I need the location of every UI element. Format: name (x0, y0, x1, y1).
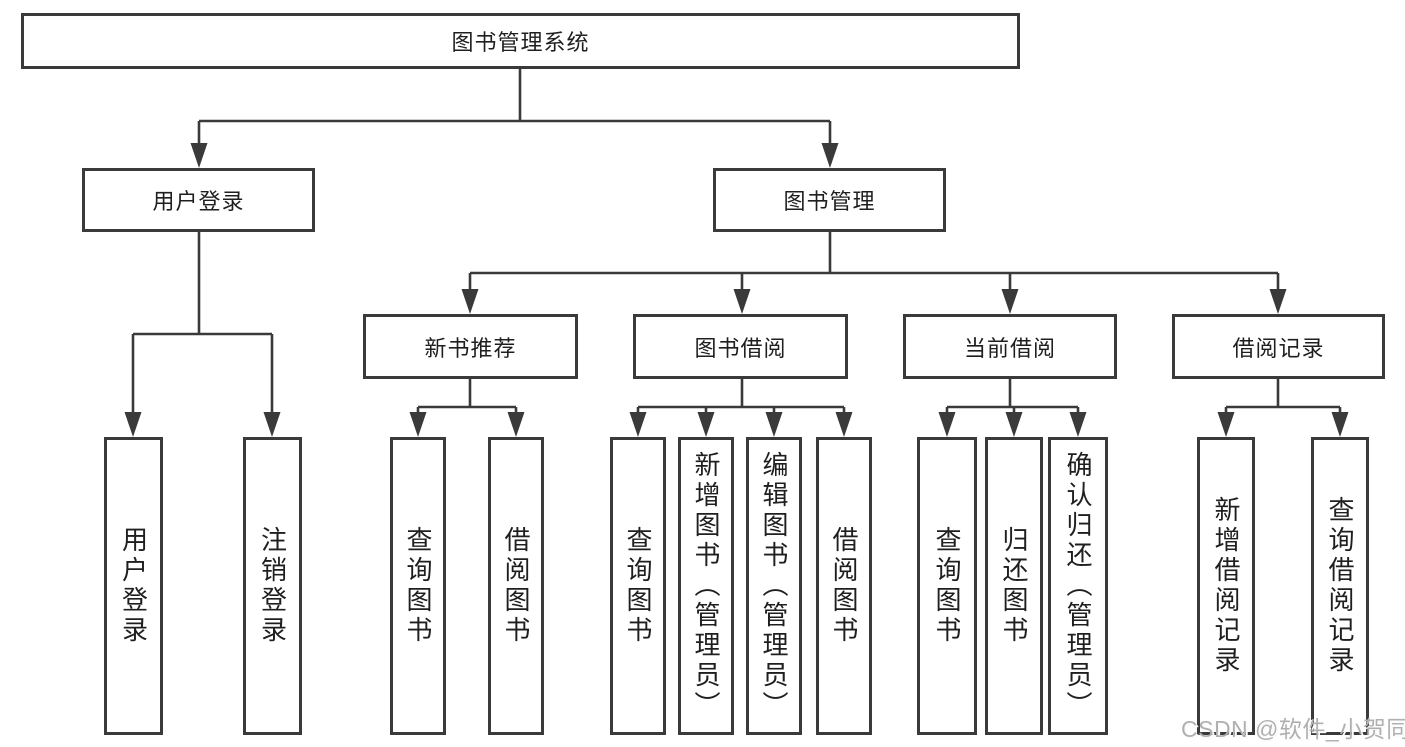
leaf-add-books-admin: 新增图书（管理员） (678, 437, 734, 735)
leaf-borrow-query-books: 查询图书 (610, 437, 666, 735)
node-user-login: 用户登录 (82, 168, 315, 232)
leaf-add-borrow-record: 新增借阅记录 (1197, 437, 1255, 735)
leaf-confirm-return-admin: 确认归还（管理员） (1048, 437, 1108, 735)
leaf-logout: 注销登录 (243, 437, 302, 735)
leaf-edit-books-admin: 编辑图书（管理员） (746, 437, 802, 735)
leaf-user-login: 用户登录 (104, 437, 163, 735)
leaf-return-books: 归还图书 (985, 437, 1043, 735)
leaf-current-query-books: 查询图书 (917, 437, 977, 735)
node-borrow-records: 借阅记录 (1172, 314, 1385, 379)
node-root: 图书管理系统 (21, 13, 1020, 69)
connector-lines (131, 69, 1342, 419)
leaf-borrow-books: 借阅图书 (816, 437, 872, 735)
node-book-borrow: 图书借阅 (633, 314, 848, 379)
node-new-book-recommend: 新书推荐 (363, 314, 578, 379)
csdn-watermark: CSDN @软件_小贺同学 (1181, 716, 1405, 742)
node-book-management: 图书管理 (713, 168, 946, 232)
node-current-borrow: 当前借阅 (903, 314, 1117, 379)
leaf-recommend-borrow-books: 借阅图书 (488, 437, 544, 735)
leaf-recommend-query-books: 查询图书 (390, 437, 446, 735)
leaf-query-borrow-record: 查询借阅记录 (1311, 437, 1369, 735)
